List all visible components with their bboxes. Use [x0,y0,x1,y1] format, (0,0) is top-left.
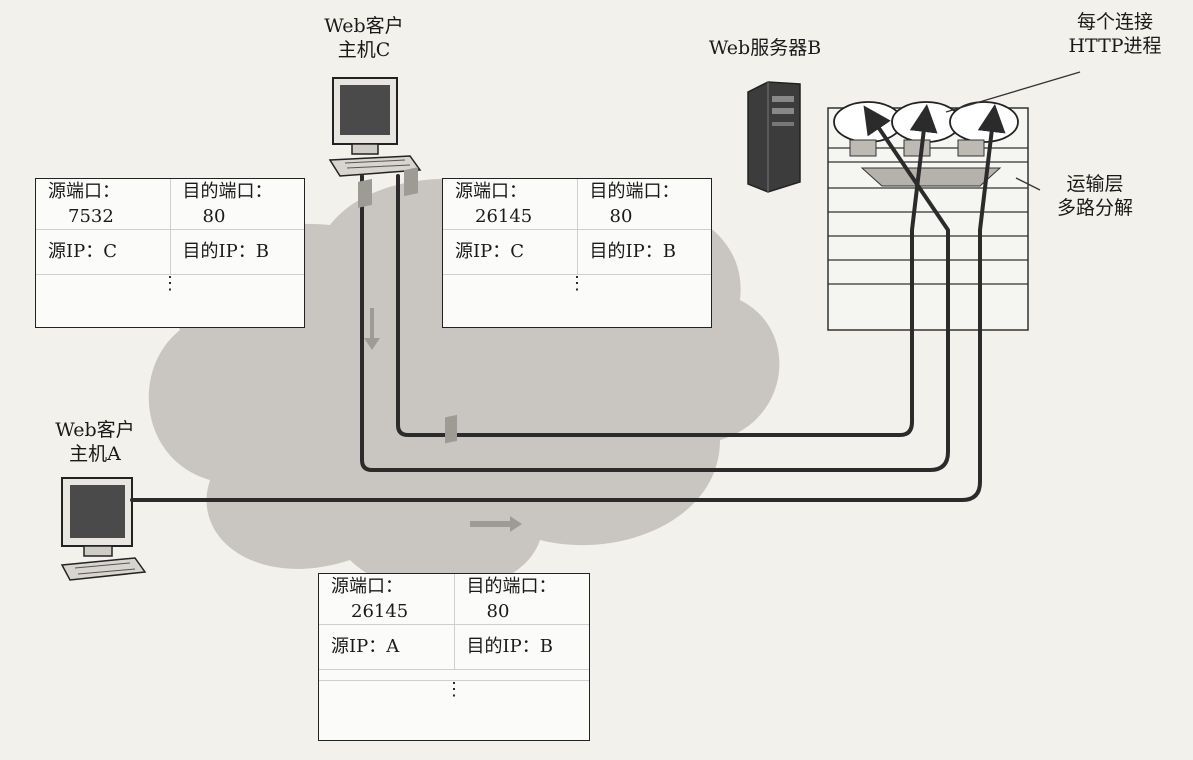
src-ip-label: 源IP：C [48,241,117,262]
transport-demux-label-line1: 运输层 [1066,173,1124,195]
connection-c-7532 [360,105,950,472]
server-b-label-text: Web服务器B [708,37,822,59]
http-process-label-line2: HTTP进程 [1068,35,1162,57]
ellipsis: ⋮ [161,273,179,294]
transport-demux-label-line2: 多路分解 [1056,197,1133,219]
leader-http-process [945,71,1081,113]
host-c-label-line2: 主机C [337,39,391,61]
src-port-value: 26145 [351,601,409,622]
transport-demux-label: 运输层 多路分解 [1040,172,1150,220]
dst-port-value: 80 [486,601,510,622]
host-a-label-line2: 主机A [69,443,121,465]
connection-a-26145 [130,104,1006,502]
dst-port-label: 目的端口： [182,181,273,202]
segment-c-26145: 源端口： 26145 目的端口： 80 源IP：C 目的IP：B ⋮ [442,178,712,328]
src-port-value: 26145 [475,206,533,227]
segment-a-26145: 源端口： 26145 目的端口： 80 源IP：A 目的IP：B ⋮ [318,573,590,741]
packet-motion-glyphs [358,167,522,532]
server-b-label: Web服务器B [700,36,830,60]
dst-ip-label: 目的IP：B [466,636,553,657]
dst-port-label: 目的端口： [589,181,680,202]
src-ip-label: 源IP：C [455,241,524,262]
host-c-label-line1: Web客户 [324,15,404,37]
ellipsis: ⋮ [568,273,586,294]
ellipsis: ⋮ [445,679,463,700]
server-icon [747,81,801,193]
dst-port-value: 80 [609,206,633,227]
computer-icon-host-a [60,477,147,581]
dst-port-value: 80 [202,206,226,227]
src-port-label: 源端口： [331,576,403,597]
http-process-label-line1: 每个连接 [1076,11,1153,33]
server-protocol-stack [827,101,1029,331]
src-ip-label: 源IP：A [331,636,400,657]
leader-transport [1015,177,1041,191]
dst-ip-label: 目的IP：B [589,241,676,262]
src-port-label: 源端口： [48,181,120,202]
segment-c-7532: 源端口： 7532 目的端口： 80 源IP：C 目的IP：B ⋮ [35,178,305,328]
src-port-value: 7532 [68,206,114,227]
dst-ip-label: 目的IP：B [182,241,269,262]
src-port-label: 源端口： [455,181,527,202]
host-a-label: Web客户 主机A [40,418,150,466]
host-c-label: Web客户 主机C [306,14,422,62]
computer-icon-host-c [328,77,422,177]
http-process-label: 每个连接 HTTP进程 [1060,10,1170,58]
demux-trapezoid [860,167,1002,187]
host-a-label-line1: Web客户 [55,419,135,441]
dst-port-label: 目的端口： [466,576,557,597]
segment-blank-row [319,670,589,681]
connection-c-26145 [396,104,938,437]
